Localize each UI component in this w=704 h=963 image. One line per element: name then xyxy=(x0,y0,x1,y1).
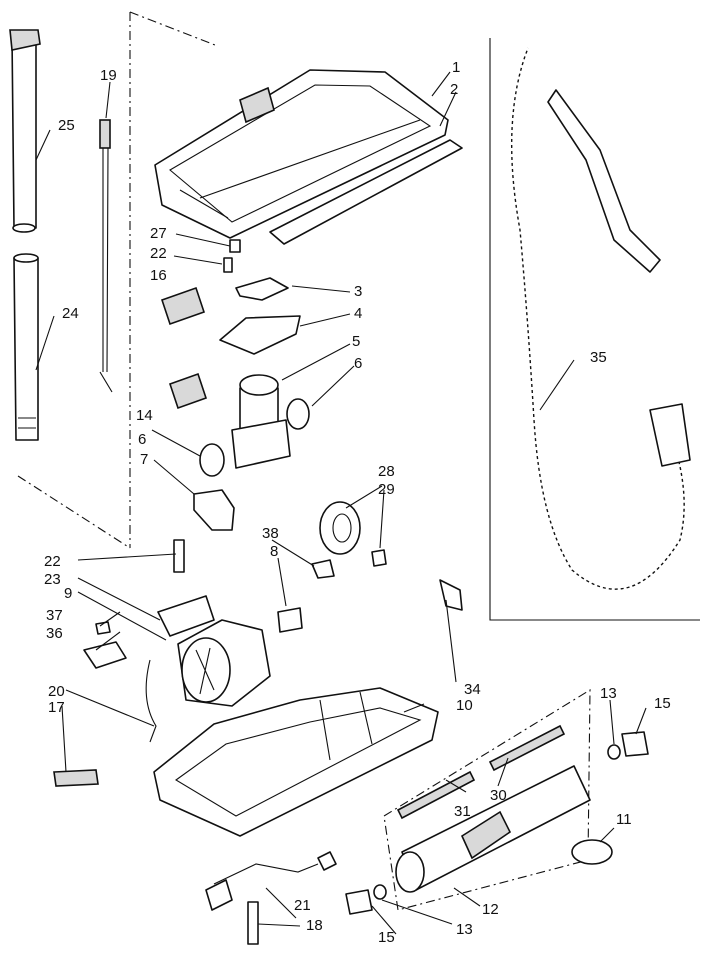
part-20-wire[interactable] xyxy=(145,659,157,743)
part-24-lower-handle[interactable] xyxy=(13,253,39,441)
callout-7: 7 xyxy=(140,451,148,468)
part-2-gasket[interactable] xyxy=(269,139,463,245)
part-3-latch[interactable] xyxy=(235,277,289,301)
callout-6b: 6 xyxy=(138,431,146,448)
callout-22b: 22 xyxy=(44,553,61,570)
part-25-upper-handle[interactable] xyxy=(9,29,41,233)
callout-12: 12 xyxy=(482,901,499,918)
callout-24: 24 xyxy=(62,305,79,322)
part-19-cord[interactable] xyxy=(99,119,113,393)
part-5-fan-housing[interactable] xyxy=(231,374,291,469)
callout-28: 28 xyxy=(378,463,395,480)
callout-21: 21 xyxy=(294,897,311,914)
callout-34: 34 xyxy=(464,681,481,698)
callout-3: 3 xyxy=(354,283,362,300)
callout-20: 20 xyxy=(48,683,65,700)
part-6-disc-right[interactable] xyxy=(286,398,310,430)
part-36-switch[interactable] xyxy=(83,641,127,669)
part-22-screw-lower[interactable] xyxy=(173,539,185,573)
part-27-screw[interactable] xyxy=(229,239,241,253)
callout-5: 5 xyxy=(352,333,360,350)
callout-31: 31 xyxy=(454,803,471,820)
part-15-end-cap-bottom[interactable] xyxy=(345,889,373,915)
leader-lines xyxy=(35,71,647,935)
callout-18: 18 xyxy=(306,917,323,934)
part-22-screw-top[interactable] xyxy=(223,257,233,273)
callout-16: 16 xyxy=(150,267,167,284)
callout-13a: 13 xyxy=(600,685,617,702)
callout-35: 35 xyxy=(590,349,607,366)
callout-4: 4 xyxy=(354,305,362,322)
part-31-bristle[interactable] xyxy=(396,770,476,820)
callout-23: 23 xyxy=(44,571,61,588)
callout-37: 37 xyxy=(46,607,63,624)
part-6-disc-left[interactable] xyxy=(199,443,225,477)
part-21-axle[interactable] xyxy=(205,851,337,911)
callout-11: 11 xyxy=(616,811,632,828)
part-8-plate[interactable] xyxy=(277,607,303,633)
part-10-base[interactable] xyxy=(153,687,439,837)
callout-10: 10 xyxy=(456,697,473,714)
callout-36: 36 xyxy=(46,625,63,642)
part-28-pulley[interactable] xyxy=(319,501,361,555)
callout-9: 9 xyxy=(64,585,72,602)
part-14-filter[interactable] xyxy=(168,372,208,410)
callout-29: 29 xyxy=(378,481,395,498)
callout-1: 1 xyxy=(452,59,460,76)
part-38-spring[interactable] xyxy=(311,559,335,579)
callout-2: 2 xyxy=(450,81,458,98)
brushroll-frame xyxy=(383,689,591,911)
part-12-brushroll[interactable] xyxy=(395,765,591,893)
callout-15b: 15 xyxy=(378,929,395,946)
callout-30: 30 xyxy=(490,787,507,804)
part-11-belt[interactable] xyxy=(571,839,613,865)
part-34-clip[interactable] xyxy=(439,579,463,611)
part-23-bracket[interactable] xyxy=(157,595,215,637)
part-16-filter[interactable] xyxy=(160,286,206,326)
callout-25: 25 xyxy=(58,117,75,134)
callout-13b: 13 xyxy=(456,921,473,938)
part-17-strip[interactable] xyxy=(53,769,99,787)
callout-17: 17 xyxy=(48,699,65,716)
callout-15a: 15 xyxy=(654,695,671,712)
hose-frame xyxy=(489,38,700,621)
part-13-washer-right[interactable] xyxy=(607,744,621,760)
part-9-motor[interactable] xyxy=(177,619,271,707)
callout-6a: 6 xyxy=(354,355,362,372)
callout-19: 19 xyxy=(100,67,117,84)
callout-27: 27 xyxy=(150,225,167,242)
part-29-clip[interactable] xyxy=(371,549,387,567)
part-18-pin[interactable] xyxy=(247,901,259,945)
part-4-bracket[interactable] xyxy=(219,315,301,355)
part-13-washer-bottom[interactable] xyxy=(373,884,387,900)
callout-labels: 1 2 3 4 5 6 6 7 8 9 10 11 12 13 13 14 15… xyxy=(44,59,671,946)
callout-22a: 22 xyxy=(150,245,167,262)
part-1-hood[interactable] xyxy=(154,69,449,239)
callout-14: 14 xyxy=(136,407,153,424)
main-assembly-frame xyxy=(17,11,216,549)
callout-38: 38 xyxy=(262,525,279,542)
part-7-clip[interactable] xyxy=(193,489,235,531)
callout-8: 8 xyxy=(270,543,278,560)
part-35-hose[interactable] xyxy=(505,45,691,596)
part-15-end-cap-right[interactable] xyxy=(621,731,649,757)
part-30-bristle[interactable] xyxy=(488,724,566,772)
